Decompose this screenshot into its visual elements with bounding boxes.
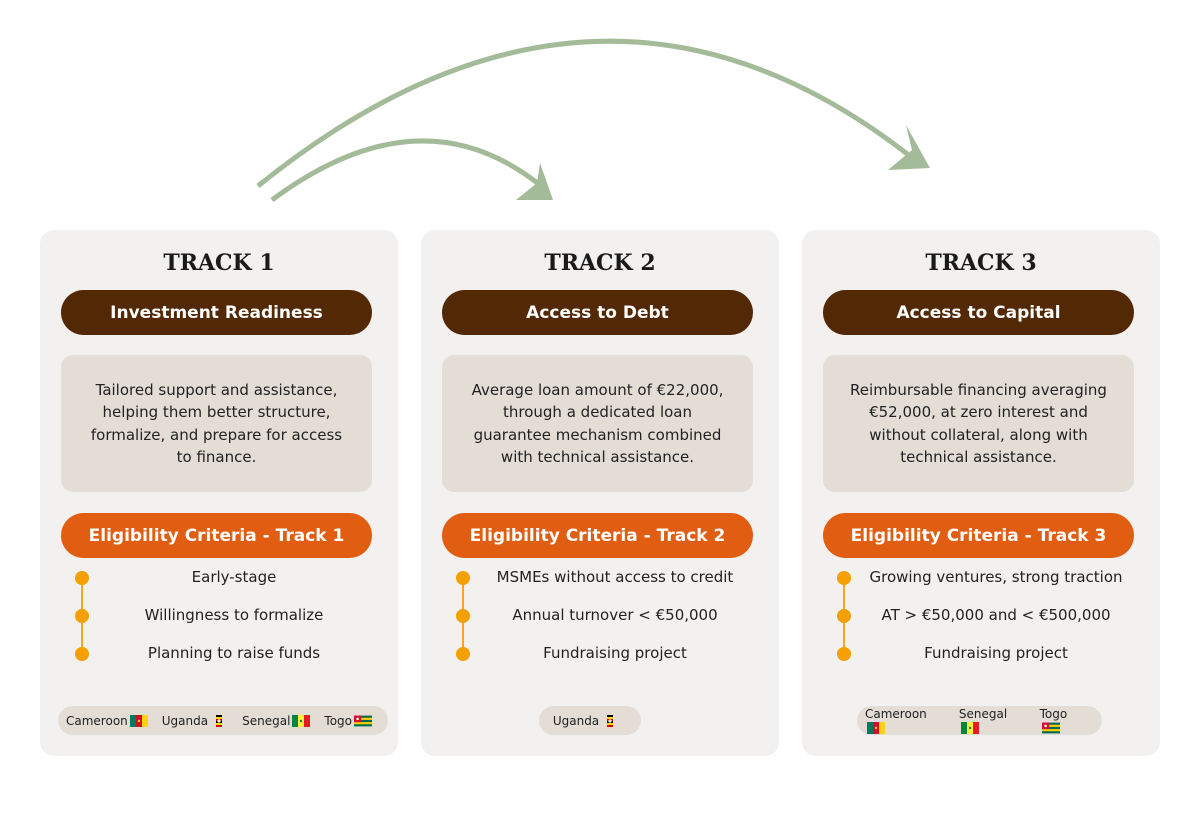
cameroon-flag-icon bbox=[865, 721, 893, 735]
track-name-pill: Access to Capital bbox=[823, 290, 1134, 335]
arrowhead-track2 bbox=[516, 163, 553, 200]
bullet-dot-icon bbox=[75, 609, 89, 623]
country-uganda: Uganda bbox=[553, 714, 627, 728]
track-card-1: TRACK 1 Investment Readiness Tailored su… bbox=[40, 230, 398, 756]
criteria-list: Growing ventures, strong traction AT > €5… bbox=[802, 568, 1160, 678]
track-description: Average loan amount of €22,000, through … bbox=[442, 355, 753, 492]
track-card-2: TRACK 2 Access to Debt Average loan amou… bbox=[421, 230, 779, 756]
eligibility-criteria-pill: Eligibility Criteria - Track 2 bbox=[442, 513, 753, 558]
cameroon-flag-icon bbox=[128, 714, 156, 728]
bullet-dot-icon bbox=[837, 647, 851, 661]
criteria-item: Early-stage bbox=[40, 568, 398, 588]
country-senegal: Senegal bbox=[959, 707, 1034, 735]
bullet-dot-icon bbox=[456, 571, 470, 585]
track-name-pill: Access to Debt bbox=[442, 290, 753, 335]
bullet-dot-icon bbox=[837, 571, 851, 585]
arrow-track1-to-track3 bbox=[256, 38, 917, 188]
progression-arrows bbox=[256, 38, 930, 203]
bullet-dot-icon bbox=[456, 609, 470, 623]
senegal-flag-icon bbox=[959, 721, 987, 735]
country-senegal: Senegal bbox=[242, 714, 318, 728]
uganda-flag-icon bbox=[599, 714, 627, 728]
senegal-flag-icon bbox=[290, 714, 318, 728]
arrowhead-track3 bbox=[888, 125, 930, 170]
criteria-item: Willingness to formalize bbox=[40, 606, 398, 626]
criteria-item: Growing ventures, strong traction bbox=[802, 568, 1160, 588]
togo-flag-icon bbox=[1040, 721, 1068, 735]
bullet-dot-icon bbox=[837, 609, 851, 623]
togo-flag-icon bbox=[352, 714, 380, 728]
bullet-dot-icon bbox=[75, 647, 89, 661]
uganda-flag-icon bbox=[208, 714, 236, 728]
arrow-track1-to-track2 bbox=[270, 138, 542, 203]
country-togo: Togo bbox=[1040, 707, 1094, 735]
criteria-item: Annual turnover < €50,000 bbox=[421, 606, 779, 626]
track-description: Tailored support and assistance, helping… bbox=[61, 355, 372, 492]
track-card-3: TRACK 3 Access to Capital Reimbursable f… bbox=[802, 230, 1160, 756]
country-cameroon: Cameroon bbox=[865, 707, 953, 735]
eligibility-criteria-pill: Eligibility Criteria - Track 1 bbox=[61, 513, 372, 558]
criteria-item: AT > €50,000 and < €500,000 bbox=[802, 606, 1160, 626]
criteria-item: Planning to raise funds bbox=[40, 644, 398, 664]
country-togo: Togo bbox=[324, 714, 380, 728]
criteria-item: Fundraising project bbox=[802, 644, 1160, 664]
country-cameroon: Cameroon bbox=[66, 714, 156, 728]
criteria-item: Fundraising project bbox=[421, 644, 779, 664]
track-description: Reimbursable financing averaging €52,000… bbox=[823, 355, 1134, 492]
bullet-dot-icon bbox=[75, 571, 89, 585]
eligibility-criteria-pill: Eligibility Criteria - Track 3 bbox=[823, 513, 1134, 558]
track-title: TRACK 3 bbox=[925, 250, 1037, 276]
bullet-dot-icon bbox=[456, 647, 470, 661]
track-title: TRACK 2 bbox=[544, 250, 656, 276]
country-uganda: Uganda bbox=[162, 714, 236, 728]
track-name-pill: Investment Readiness bbox=[61, 290, 372, 335]
track-title: TRACK 1 bbox=[163, 250, 275, 276]
countries-pill: Uganda bbox=[539, 706, 641, 735]
criteria-item: MSMEs without access to credit bbox=[421, 568, 779, 588]
countries-pill: Cameroon Uganda Senegal Togo bbox=[58, 706, 388, 735]
